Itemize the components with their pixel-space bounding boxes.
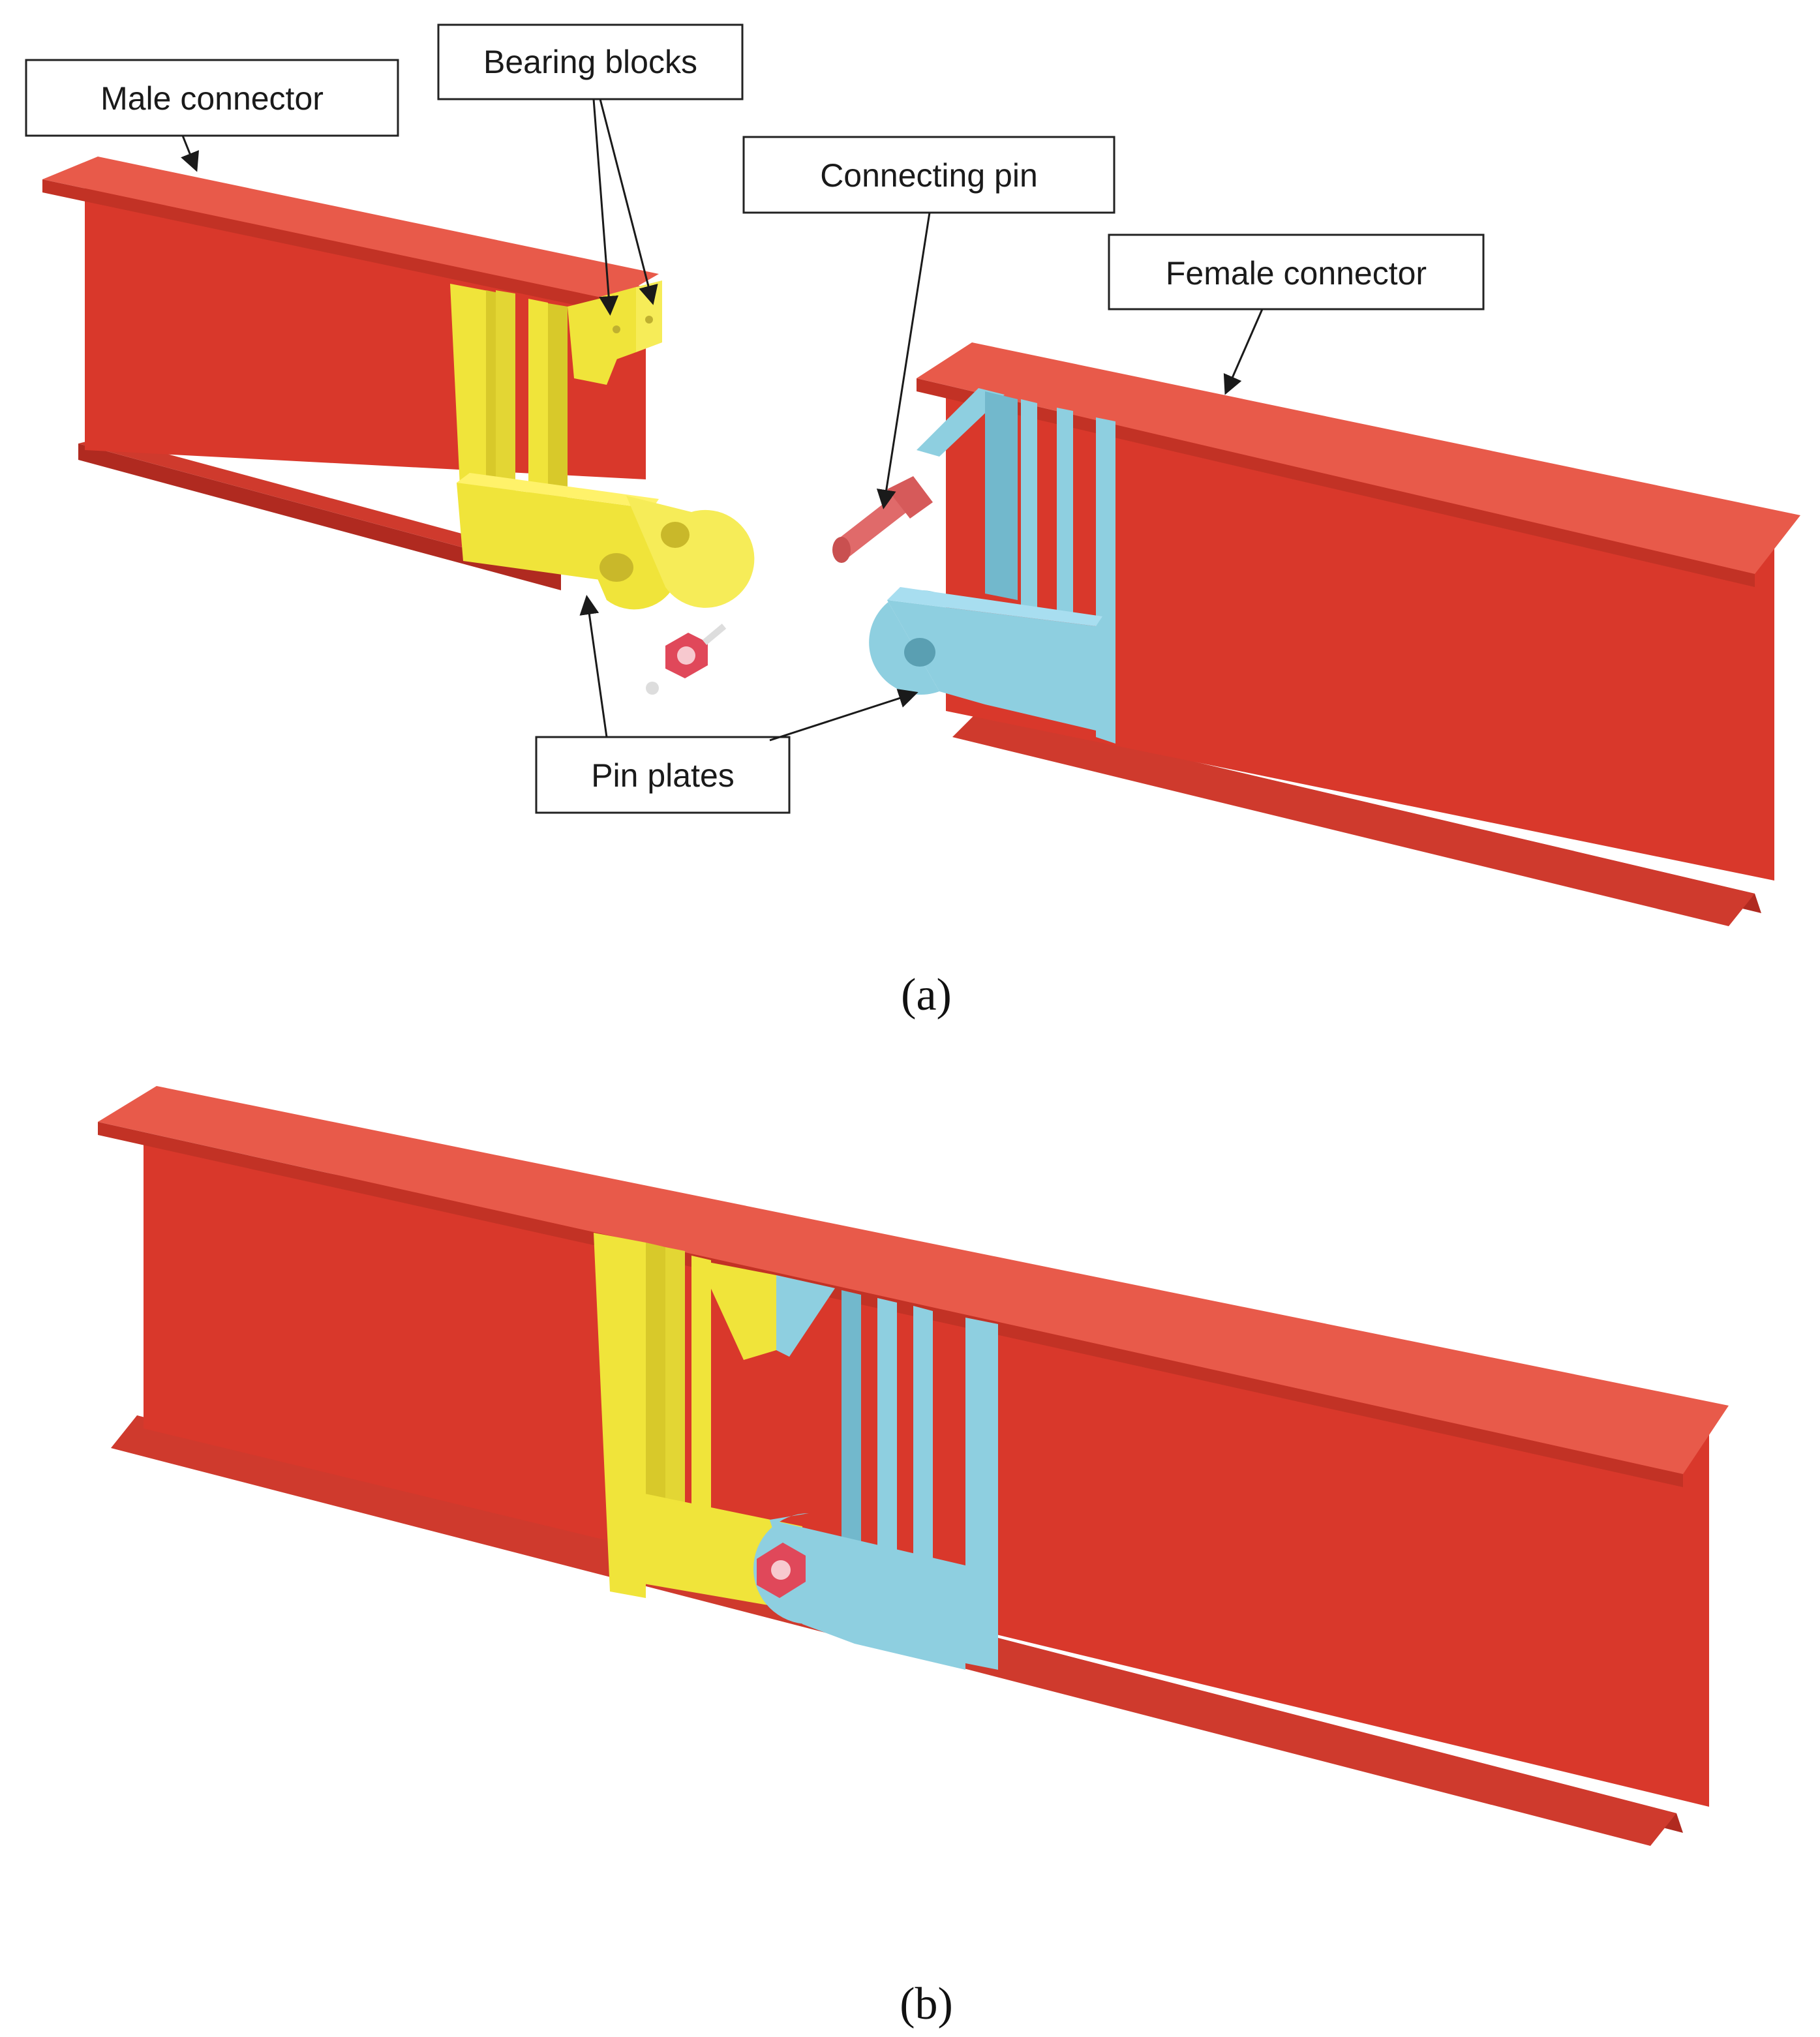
callout-pin-plates: Pin plates <box>535 595 918 814</box>
panel-b <box>98 1086 1729 1846</box>
connecting-pin <box>832 476 933 563</box>
callout-bearing-blocks: Bearing blocks <box>437 23 744 316</box>
connecting-pin-label: Connecting pin <box>820 157 1038 194</box>
bearing-blocks-label: Bearing blocks <box>483 44 697 80</box>
female-stiffener-assembled <box>753 1275 998 1670</box>
callout-female-connector: Female connector <box>1108 234 1485 395</box>
female-connector-label: Female connector <box>1166 255 1427 292</box>
male-pin-plates <box>568 496 755 610</box>
caption-panel-a: (a) <box>901 970 952 1020</box>
male-connector-label: Male connector <box>100 80 324 117</box>
callout-connecting-pin: Connecting pin <box>742 136 1115 509</box>
caption-panel-b: (b) <box>900 1979 953 2029</box>
assembled-nut <box>757 1543 806 1598</box>
female-connector-beam <box>917 342 1800 926</box>
callout-male-connector: Male connector <box>25 59 399 172</box>
panel-a <box>42 157 1800 926</box>
female-stiffener-assembly <box>869 388 1115 744</box>
pin-plates-label: Pin plates <box>591 757 735 794</box>
nut-and-washer <box>646 624 727 695</box>
